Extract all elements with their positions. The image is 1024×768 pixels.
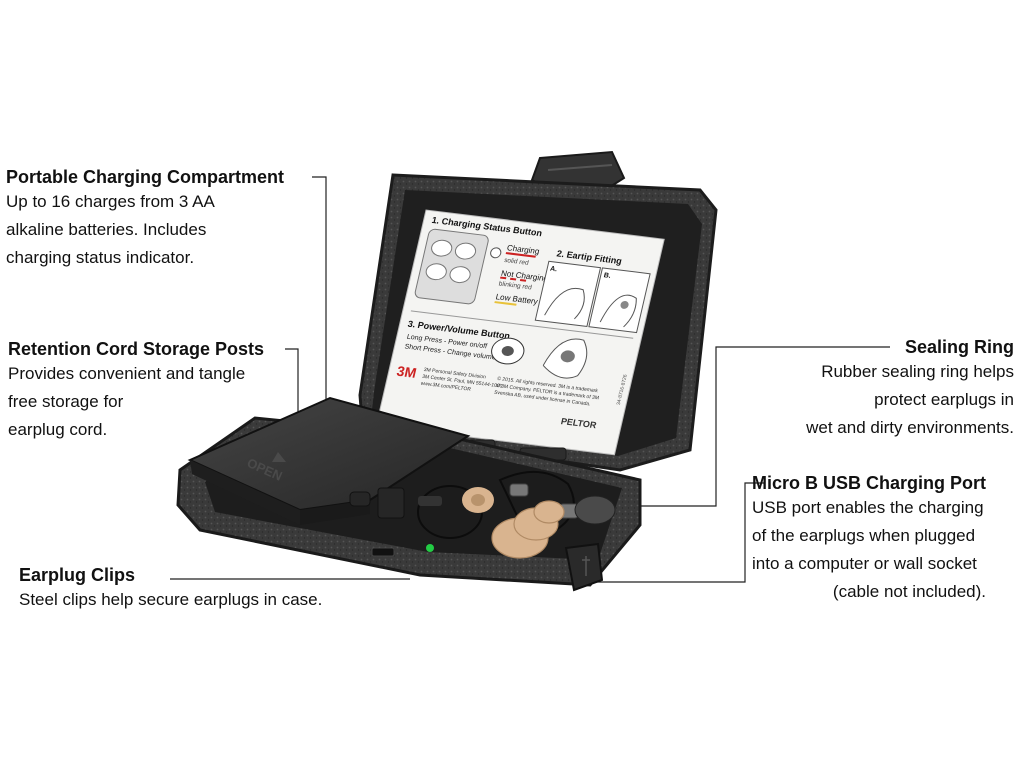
callout-line: earplug cord. — [8, 420, 108, 439]
callout-body: Up to 16 charges from 3 AA alkaline batt… — [6, 188, 284, 272]
spare-tip-holder — [574, 495, 616, 525]
callout-line: Provides convenient and tangle — [8, 364, 246, 383]
callout-usb-port: Micro B USB Charging Port USB port enabl… — [752, 472, 986, 606]
charging-status-light — [426, 544, 434, 552]
retention-cord-posts — [349, 487, 405, 519]
power-button-icon — [501, 346, 514, 356]
callout-charging-compartment: Portable Charging Compartment Up to 16 c… — [6, 166, 284, 272]
instruction-card: 1. Charging Status Button Charging solid… — [375, 209, 665, 456]
callout-line: USB port enables the charging — [752, 498, 984, 517]
callout-line: alkaline batteries. Includes — [6, 220, 207, 239]
card-charging: Charging — [506, 243, 540, 256]
card-fig-a: A. — [549, 266, 558, 274]
callout-title: Portable Charging Compartment — [6, 167, 285, 187]
leader-sealing-ring — [620, 346, 890, 507]
callout-line: Rubber sealing ring helps — [821, 362, 1014, 381]
card-blinking-red: blinking red — [498, 281, 533, 292]
callout-line: of the earplugs when plugged — [752, 526, 976, 545]
earplug-left — [417, 485, 494, 539]
callout-body: Provides convenient and tangle free stor… — [8, 360, 264, 444]
card-solid-red: solid red — [503, 257, 529, 267]
steel-clip — [509, 483, 529, 497]
callout-title: Retention Cord Storage Posts — [8, 339, 265, 359]
callout-line: (cable not included). — [832, 582, 987, 601]
open-arrow-icon — [272, 452, 286, 462]
callout-line: Up to 16 charges from 3 AA — [6, 192, 215, 211]
status-button-icon — [490, 247, 502, 259]
usb-port-cover — [564, 542, 604, 592]
callout-line: charging status indicator. — [6, 248, 195, 267]
leader-lines — [170, 176, 890, 583]
leader-usb-port — [560, 482, 765, 583]
callout-line: protect earplugs in — [874, 390, 1014, 409]
brand-peltor-logo: PELTOR — [560, 416, 598, 430]
brand-3m-logo: 3M — [395, 363, 418, 381]
usb-icon — [582, 556, 590, 576]
charging-compartment-lid: OPEN — [187, 396, 471, 525]
callout-line: Steel clips help secure earplugs in case… — [19, 590, 323, 609]
card-fig-b: B. — [603, 272, 612, 280]
leader-charging-compartment — [312, 176, 327, 485]
usb-port — [371, 547, 395, 557]
callout-title: Micro B USB Charging Port — [752, 473, 987, 493]
callout-retention-cord: Retention Cord Storage Posts Provides co… — [8, 338, 264, 444]
callout-sealing-ring: Sealing Ring Rubber sealing ring helps p… — [806, 336, 1014, 442]
foam-eartip — [491, 500, 565, 559]
callout-line: into a computer or wall socket — [752, 554, 977, 573]
ear-icon — [560, 350, 575, 363]
callout-title: Earplug Clips — [19, 565, 136, 585]
callout-title: Sealing Ring — [904, 337, 1014, 357]
callout-earplug-clips: Earplug Clips Steel clips help secure ea… — [19, 564, 322, 614]
callout-line: free storage for — [8, 392, 124, 411]
callout-body: USB port enables the charging of the ear… — [752, 494, 986, 606]
callout-line: wet and dirty environments. — [806, 418, 1014, 437]
callout-body: Steel clips help secure earplugs in case… — [19, 586, 322, 614]
callout-body: Rubber sealing ring helps protect earplu… — [806, 358, 1014, 442]
